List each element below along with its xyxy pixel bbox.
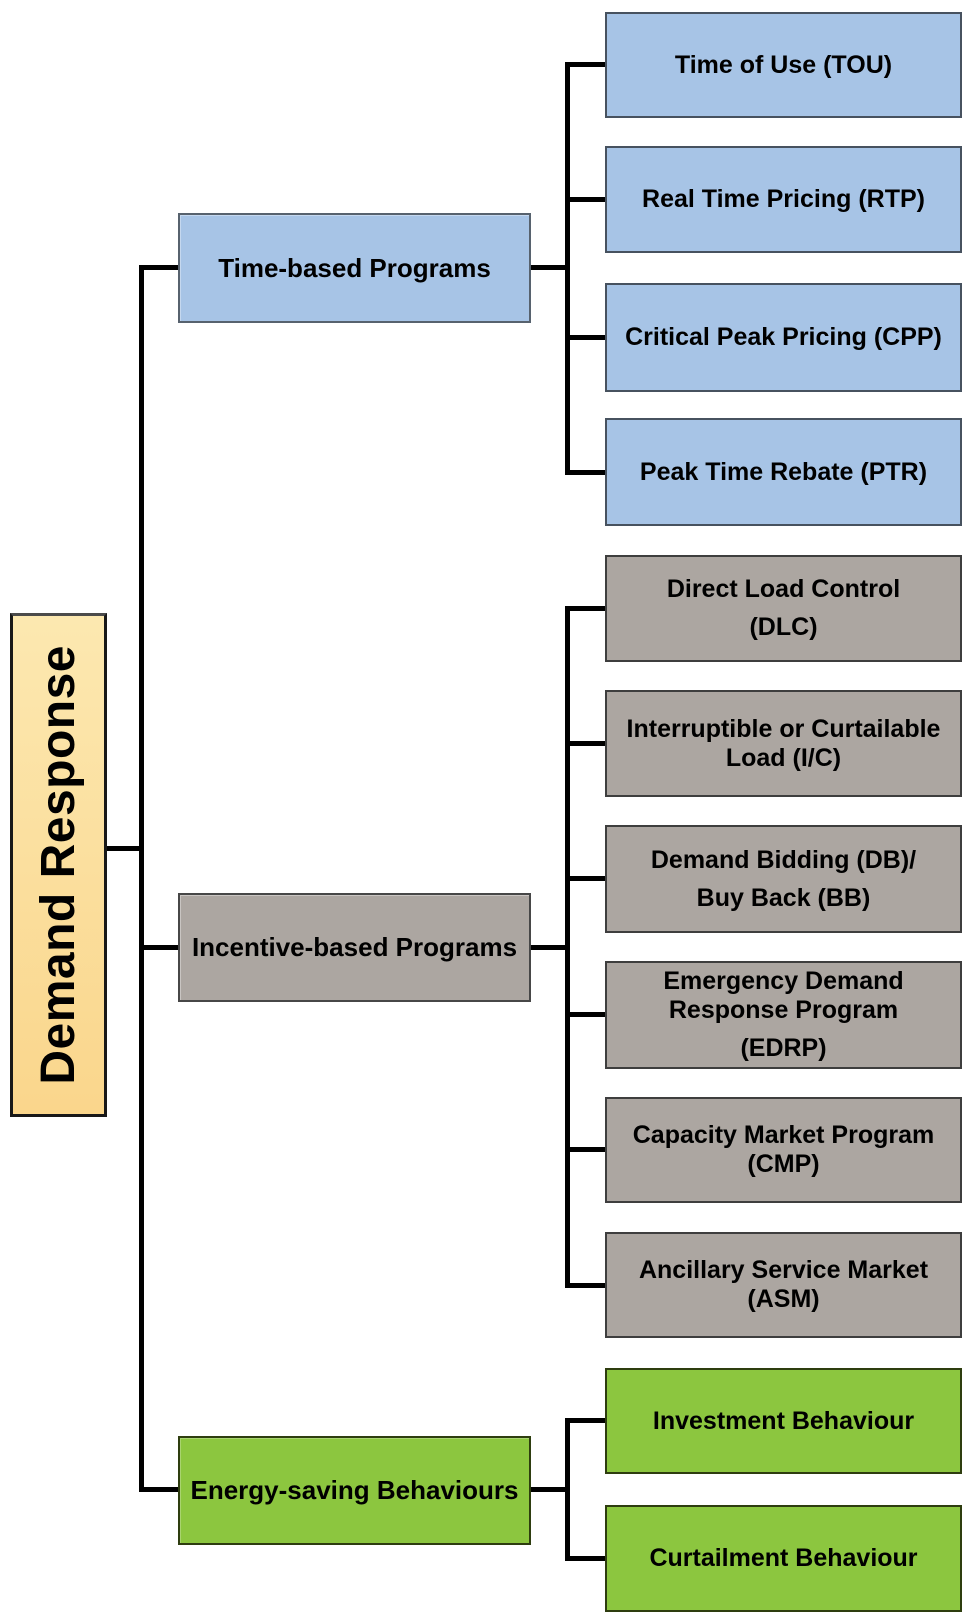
leaf-capacity-market-program: Capacity Market Program(CMP)	[605, 1097, 962, 1203]
branch-time-based-programs: Time-based Programs	[178, 213, 531, 323]
stub-investment	[567, 1418, 605, 1423]
stub-asm	[567, 1283, 605, 1288]
branch-energy-saving-label: Energy-saving Behaviours	[190, 1475, 519, 1506]
stub-dlc	[567, 606, 605, 611]
stub-curtailment	[567, 1556, 605, 1561]
leaf-direct-load-control-label: Direct Load Control(DLC)	[666, 575, 901, 641]
time-based-trunk-line	[565, 62, 570, 475]
stub-ptr	[567, 470, 605, 475]
stub-edrp	[567, 1012, 605, 1017]
stub-time-based	[139, 265, 178, 270]
leaf-critical-peak-pricing: Critical Peak Pricing (CPP)	[605, 283, 962, 392]
connector-incentive-to-trunk	[529, 945, 567, 950]
leaf-peak-time-rebate-label: Peak Time Rebate (PTR)	[639, 457, 928, 486]
stub-tou	[567, 62, 605, 67]
stub-incentive-based	[139, 945, 178, 950]
connector-energy-to-trunk	[529, 1487, 567, 1492]
stub-ic	[567, 741, 605, 746]
incentive-trunk-line	[565, 606, 570, 1288]
leaf-investment-behaviour: Investment Behaviour	[605, 1368, 962, 1474]
leaf-curtailment-behaviour-label: Curtailment Behaviour	[649, 1544, 918, 1573]
root-node: Demand Response	[10, 613, 107, 1117]
leaf-time-of-use-label: Time of Use (TOU)	[674, 50, 893, 79]
leaf-direct-load-control: Direct Load Control(DLC)	[605, 555, 962, 662]
leaf-time-of-use: Time of Use (TOU)	[605, 12, 962, 118]
leaf-critical-peak-pricing-label: Critical Peak Pricing (CPP)	[625, 323, 942, 352]
leaf-ancillary-service-market-label: Ancillary Service Market(ASM)	[638, 1256, 929, 1313]
leaf-curtailment-behaviour: Curtailment Behaviour	[605, 1505, 962, 1612]
stub-cpp	[567, 335, 605, 340]
branch-energy-saving-behaviours: Energy-saving Behaviours	[178, 1436, 531, 1545]
leaf-investment-behaviour-label: Investment Behaviour	[652, 1406, 915, 1435]
stub-energy-saving	[139, 1487, 178, 1492]
leaf-ancillary-service-market: Ancillary Service Market(ASM)	[605, 1232, 962, 1338]
leaf-demand-bidding-buy-back-label: Demand Bidding (DB)/Buy Back (BB)	[650, 845, 917, 912]
stub-cmp	[567, 1147, 605, 1152]
root-node-label: Demand Response	[32, 645, 85, 1085]
leaf-demand-bidding-buy-back: Demand Bidding (DB)/Buy Back (BB)	[605, 825, 962, 933]
branch-incentive-based-programs: Incentive-based Programs	[178, 893, 531, 1002]
connector-time-based-to-trunk	[529, 265, 567, 270]
energy-trunk-line	[565, 1418, 570, 1561]
leaf-real-time-pricing-label: Real Time Pricing (RTP)	[642, 185, 925, 214]
stub-db-bb	[567, 876, 605, 881]
leaf-real-time-pricing: Real Time Pricing (RTP)	[605, 146, 962, 253]
branch-time-based-label: Time-based Programs	[218, 252, 491, 283]
leaf-peak-time-rebate: Peak Time Rebate (PTR)	[605, 418, 962, 526]
connector-root-to-trunk	[103, 846, 143, 851]
main-trunk-line	[139, 265, 144, 1491]
branch-incentive-based-label: Incentive-based Programs	[191, 932, 518, 963]
stub-rtp	[567, 197, 605, 202]
leaf-capacity-market-program-label: Capacity Market Program(CMP)	[632, 1121, 935, 1178]
